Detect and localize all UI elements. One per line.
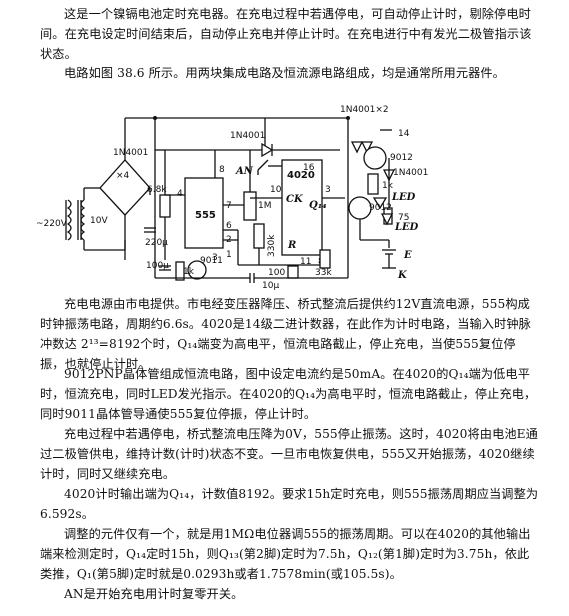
r-75-label: 75 bbox=[398, 213, 409, 223]
r-330k-label: 330k bbox=[267, 234, 277, 257]
q-9012-bottom-label: 9012 bbox=[369, 203, 392, 213]
transistor-9012-top bbox=[363, 146, 387, 170]
pin3-label: 3 bbox=[212, 253, 218, 263]
paragraph-circuit-ref: 电路如图 38.6 所示。用两块集成电路及恒流源电路组成，均是通常所用元器件。 bbox=[64, 66, 505, 80]
r-1k-right-label: 1k bbox=[382, 181, 394, 191]
pin8-label: 8 bbox=[219, 165, 225, 175]
pot-1m bbox=[243, 191, 257, 221]
pin14-label: 14 bbox=[398, 129, 410, 139]
led-2 bbox=[380, 213, 394, 226]
pin7-label: 7 bbox=[226, 201, 232, 211]
paragraph-power-failure: 充电过程中若遇停电，桥式整流电压降为0V，555停止振荡。这时，4020将由电池… bbox=[40, 427, 538, 481]
pot-1m-label: 1M bbox=[258, 201, 272, 211]
reset-label: R bbox=[287, 240, 296, 251]
paragraph-intro: 这是一个镍镉电池定时充电器。在充电过程中若遇停电，可自动停止计时，剔除停电时间。… bbox=[40, 7, 532, 61]
resistor-330k bbox=[253, 223, 265, 249]
diode-pair-1 bbox=[350, 141, 364, 154]
transformer-primary bbox=[66, 199, 72, 241]
ic-555-label: 555 bbox=[195, 210, 216, 221]
led2-label: LED bbox=[394, 222, 419, 233]
ck-label: CK bbox=[286, 194, 304, 205]
diode-top-label: 1N4001 bbox=[230, 131, 265, 141]
pin1-label: 1 bbox=[226, 250, 232, 260]
paragraph-constant-current: 9012PNP晶体管组成恒流电路，图中设定电流约是50mA。在4020的Q₁₄端… bbox=[40, 367, 537, 421]
bridge-rectifier bbox=[99, 159, 151, 216]
q14-label: Q₁₄ bbox=[309, 200, 326, 211]
mains-label: ~220V bbox=[36, 219, 68, 229]
r-6k8-label: 6.8k bbox=[147, 185, 167, 195]
pin16-label: 16 bbox=[303, 163, 315, 173]
pin4-label: 4 bbox=[177, 189, 183, 199]
ic-555 bbox=[184, 177, 224, 249]
battery-label: E bbox=[403, 250, 412, 261]
transistor-9012-bottom bbox=[348, 196, 372, 220]
resistor-1k-right bbox=[367, 173, 379, 195]
q-9011-label: 9011 bbox=[200, 256, 223, 266]
transformer-secondary bbox=[80, 199, 86, 241]
paragraph-adjustment: 调整的元件仅有一个，就是用1MΩ电位器调555的振荡周期。可以在4020的其他输… bbox=[40, 527, 531, 581]
led1-label: LED bbox=[391, 192, 416, 203]
r-1k-left-label: 1k bbox=[183, 267, 195, 277]
pin6-label: 6 bbox=[226, 221, 232, 231]
diode-top bbox=[261, 142, 274, 158]
paragraph-switch: AN是开始充电用计时复零开关。 bbox=[64, 587, 244, 601]
bridge-diode-label: 1N4001 bbox=[113, 148, 148, 158]
diode-pair-2 bbox=[360, 141, 374, 154]
ic-4020-label: 4020 bbox=[287, 170, 315, 181]
bridge-count-label: ×4 bbox=[116, 171, 130, 181]
circuit-schematic: ~220V 10V 1N4001 ×4 6.8k 220μ 100μ 555 4… bbox=[36, 105, 428, 290]
r-100-label: 100 bbox=[268, 268, 285, 278]
ic-4020 bbox=[281, 159, 323, 256]
secondary-label: 10V bbox=[90, 216, 108, 226]
switch-an[interactable] bbox=[257, 159, 269, 171]
transistor-9011 bbox=[187, 260, 207, 280]
q-9012-top-label: 9012 bbox=[390, 153, 413, 163]
paragraph-timing: 4020计时输出端为Q₁₄，计数值8192。要求15h定时充电，则555振荡周期… bbox=[40, 487, 539, 521]
r-33k-label: 33k bbox=[315, 268, 332, 278]
diode-right-label: 1N4001 bbox=[393, 168, 428, 178]
c-100u-label: 100μ bbox=[146, 261, 169, 271]
pin10-label: 10 bbox=[270, 185, 282, 195]
resistor-33k bbox=[319, 249, 331, 269]
resistor-6k8 bbox=[159, 194, 171, 218]
diode-pair-label: 1N4001×2 bbox=[340, 105, 389, 115]
cap-mark-label: K bbox=[397, 270, 408, 281]
paragraph-power: 充电电源由市电提供。市电经变压器降压、桥式整流后提供约12V直流电源，555构成… bbox=[40, 297, 531, 371]
pin3b-label: 3 bbox=[325, 185, 331, 195]
pin11-label: 11 bbox=[300, 257, 311, 267]
c-10u-label: 10μ bbox=[262, 281, 279, 290]
led-1 bbox=[372, 197, 388, 210]
resistor-1k-left bbox=[175, 261, 185, 281]
c-220u-label: 220μ bbox=[145, 238, 168, 248]
switch-an-label: AN bbox=[235, 166, 254, 177]
